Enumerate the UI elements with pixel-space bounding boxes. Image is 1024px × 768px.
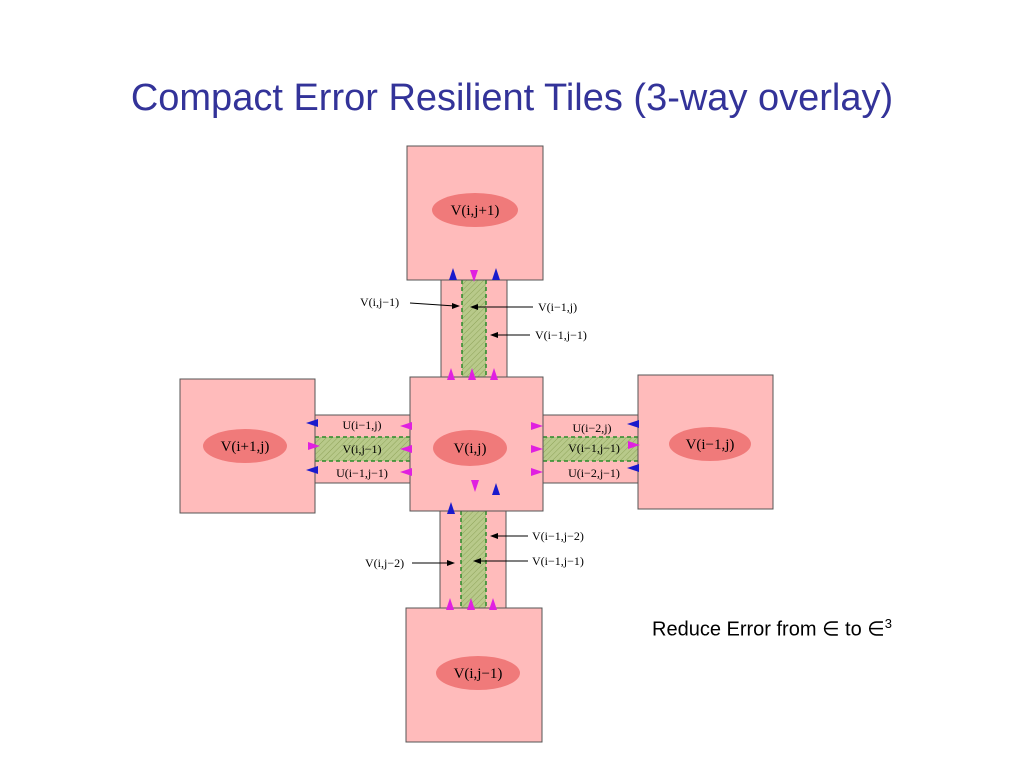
bottom-left-label: V(i,j−2) — [365, 556, 404, 570]
arrow-magenta-icon — [470, 270, 478, 282]
arrow-blue-icon — [306, 466, 318, 474]
arrow-blue-icon — [306, 419, 318, 427]
arrow-blue-icon — [627, 464, 639, 472]
right-connector — [542, 414, 639, 484]
bottom-connector — [439, 510, 507, 609]
tile-left-label: V(i+1,j) — [221, 439, 270, 455]
arrow-magenta-icon — [531, 445, 543, 453]
arrow-magenta-icon — [400, 422, 412, 430]
slide-title: Compact Error Resilient Tiles (3-way ove… — [130, 77, 894, 119]
arrow-blue-icon — [492, 268, 500, 280]
note-epsilon-from: ∈ — [822, 618, 840, 641]
right-connector-labels: U(i−2,j) V(i−1,j−1) U(i−2,j−1) — [568, 421, 620, 480]
bottom-connector-labels: V(i−1,j−2) V(i−1,j−1) V(i,j−2) — [365, 529, 584, 570]
arrow-blue-icon — [449, 268, 457, 280]
arrow-magenta-icon — [490, 368, 498, 380]
right-row-3: U(i−2,j−1) — [568, 466, 620, 480]
arrow-magenta-icon — [467, 598, 475, 610]
note-mid: to — [845, 618, 862, 641]
left-row-1: U(i−1,j) — [342, 418, 381, 432]
arrow-magenta-icon — [531, 468, 543, 476]
direction-arrows — [306, 268, 640, 610]
note-epsilon-to: ∈ — [867, 618, 885, 641]
arrow-magenta-icon — [468, 368, 476, 380]
tile-bottom-label: V(i,j−1) — [454, 666, 503, 682]
tile-bottom: V(i,j−1) — [405, 607, 543, 743]
left-connector — [314, 414, 411, 484]
tile-left: V(i+1,j) — [179, 378, 316, 514]
top-connector-labels: V(i,j−1) V(i−1,j) V(i−1,j−1) — [360, 295, 587, 342]
arrow-magenta-icon — [447, 368, 455, 380]
note-prefix: Reduce Error from — [652, 618, 817, 641]
arrow-magenta-icon — [308, 442, 320, 450]
arrow-magenta-icon — [446, 598, 454, 610]
top-connector — [440, 279, 508, 378]
arrow-magenta-icon — [400, 445, 412, 453]
error-reduction-note: Reduce Error from ∈ to ∈3 — [652, 616, 892, 642]
tile-right-label: V(i−1,j) — [686, 437, 735, 453]
left-row-3: U(i−1,j−1) — [336, 466, 388, 480]
tile-top: V(i,j+1) — [406, 145, 544, 281]
bottom-right-label-1: V(i−1,j−2) — [532, 529, 584, 543]
tile-top-label: V(i,j+1) — [451, 203, 500, 219]
tile-right: V(i−1,j) — [637, 374, 774, 510]
arrow-blue-icon — [627, 420, 639, 428]
arrow-magenta-icon — [531, 422, 543, 430]
right-row-2: V(i−1,j−1) — [568, 441, 620, 455]
top-right-label-2: V(i−1,j−1) — [535, 328, 587, 342]
top-left-label: V(i,j−1) — [360, 295, 399, 309]
note-exponent: 3 — [884, 616, 892, 631]
bottom-right-label-2: V(i−1,j−1) — [532, 554, 584, 568]
tile-center: V(i,j) — [409, 376, 544, 512]
top-right-label-1: V(i−1,j) — [538, 300, 577, 314]
arrow-magenta-icon — [400, 468, 412, 476]
arrow-blue-icon — [492, 483, 500, 495]
arrow-magenta-icon — [628, 441, 640, 449]
right-row-1: U(i−2,j) — [572, 421, 611, 435]
arrow-magenta-icon — [471, 480, 479, 492]
left-row-2: V(i,j−1) — [342, 442, 381, 456]
left-connector-labels: U(i−1,j) V(i,j−1) U(i−1,j−1) — [336, 418, 388, 480]
arrow-magenta-icon — [489, 598, 497, 610]
arrow-blue-icon — [447, 502, 455, 514]
tile-center-label: V(i,j) — [454, 441, 487, 457]
